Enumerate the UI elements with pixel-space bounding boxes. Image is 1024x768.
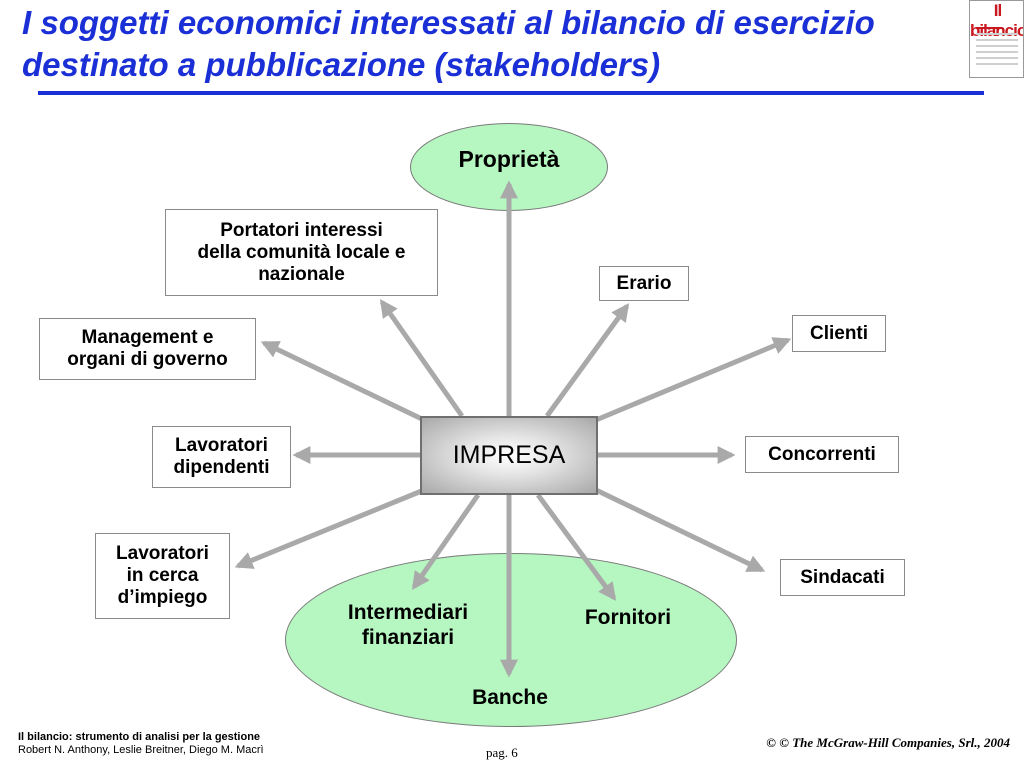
label-intermediari-finanziari: Intermediari finanziari — [326, 600, 490, 650]
management-line-2: organi di governo — [67, 349, 228, 370]
title-underline — [38, 91, 984, 95]
concorrenti-label: Concorrenti — [768, 443, 876, 465]
slide-title-line-2: destinato a pubblicazione (stakeholders) — [22, 46, 661, 83]
book-cover-title: Il bilancio — [970, 1, 1024, 40]
management-line-1: Management e — [81, 327, 214, 348]
erario-label: Erario — [616, 272, 672, 294]
impresa-node: IMPRESA — [420, 416, 598, 495]
dipendenti-line-2: dipendenti — [173, 457, 270, 478]
fornitori-text: Fornitori — [584, 606, 672, 629]
box-concorrenti: Concorrenti — [745, 436, 899, 473]
slide-title: I soggetti economici interessati al bila… — [22, 2, 982, 86]
footer-authors: Robert N. Anthony, Leslie Breitner, Dieg… — [18, 744, 264, 756]
dipendenti-line-1: Lavoratori — [175, 435, 268, 456]
footer-book-info: Il bilancio: strumento di analisi per la… — [18, 731, 264, 757]
intermediari-line-2: finanziari — [361, 626, 455, 649]
arrow-to-erario — [544, 303, 630, 418]
sindacati-label: Sindacati — [800, 566, 885, 588]
arrow-to-cerca — [234, 487, 425, 569]
clienti-label: Clienti — [809, 322, 869, 344]
impresa-label: IMPRESA — [452, 441, 566, 469]
intermediari-line-1: Intermediari — [347, 601, 469, 624]
cerca-line-3: d’impiego — [117, 587, 208, 608]
book-cover-thumbnail: Il bilancio — [969, 0, 1024, 78]
banche-text: Banche — [472, 686, 548, 709]
label-banche: Banche — [450, 685, 570, 710]
arrow-to-intermediari — [411, 493, 481, 590]
arrow-to-sindacati — [594, 487, 766, 573]
box-lavoratori-dipendenti: Lavoratori dipendenti — [152, 426, 291, 488]
box-lavoratori-in-cerca: Lavoratori in cerca d’impiego — [95, 533, 230, 619]
portatori-line-1: Portatori interessi — [220, 219, 383, 241]
arrow-to-portatori — [379, 299, 465, 418]
slide-title-line-1: I soggetti economici interessati al bila… — [22, 4, 875, 41]
cerca-line-2: in cerca — [126, 565, 199, 586]
book-cover-lines — [976, 27, 1018, 69]
box-portatori-interessi: Portatori interessi della comunità local… — [165, 209, 438, 296]
box-erario: Erario — [599, 266, 689, 301]
cerca-line-1: Lavoratori — [116, 543, 209, 564]
arrow-to-clienti — [595, 337, 792, 423]
footer-page-number: pag. 6 — [486, 745, 518, 760]
box-sindacati: Sindacati — [780, 559, 905, 596]
ellipse-proprieta-label: Proprietà — [458, 146, 560, 172]
footer-book-title: Il bilancio: strumento di analisi per la… — [18, 731, 261, 743]
box-management: Management e organi di governo — [39, 318, 256, 380]
footer-copyright: © © The McGraw-Hill Companies, Srl., 200… — [766, 735, 1010, 750]
label-fornitori: Fornitori — [566, 605, 690, 630]
arrow-to-fornitori — [535, 493, 617, 601]
portatori-line-2: della comunità locale e — [197, 241, 406, 263]
box-clienti: Clienti — [792, 315, 886, 352]
arrow-to-management — [260, 340, 426, 423]
portatori-line-3: nazionale — [258, 263, 345, 285]
